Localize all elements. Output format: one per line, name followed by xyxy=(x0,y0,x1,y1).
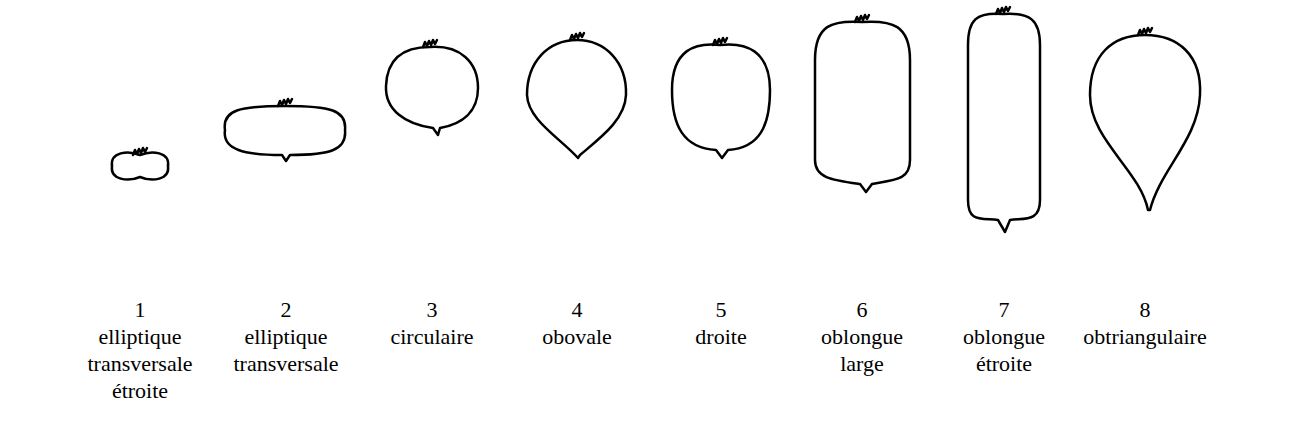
shape-name: circulaire xyxy=(367,323,497,350)
calyx xyxy=(278,99,292,106)
shape-outline xyxy=(112,153,168,180)
shape-outline xyxy=(386,47,478,135)
shape-name: obovale xyxy=(512,323,642,350)
callout-number: 8 xyxy=(1065,296,1225,323)
callout-number: 5 xyxy=(656,296,786,323)
shape-name: elliptique transversale étroite xyxy=(75,323,205,404)
shape-name: oblongue étroite xyxy=(954,323,1054,377)
calyx xyxy=(996,7,1010,14)
callout-number: 4 xyxy=(512,296,642,323)
shape-name: oblongue large xyxy=(812,323,912,377)
calyx xyxy=(133,148,147,155)
shape-outline xyxy=(815,22,910,192)
shape-outline xyxy=(1090,35,1200,210)
calyx xyxy=(855,15,869,22)
shape-outline xyxy=(527,40,626,158)
shape-outline xyxy=(225,106,345,161)
calyx xyxy=(1138,28,1152,35)
callout-number: 3 xyxy=(367,296,497,323)
callout-number: 1 xyxy=(75,296,205,323)
callout-number: 6 xyxy=(812,296,912,323)
calyx xyxy=(713,38,727,45)
shape-name: elliptique transversale xyxy=(221,323,351,377)
callout-number: 7 xyxy=(954,296,1054,323)
shape-name: obtriangulaire xyxy=(1065,323,1225,350)
calyx xyxy=(570,33,584,40)
shape-outline xyxy=(672,44,770,158)
callout-number: 2 xyxy=(221,296,351,323)
shape-outline xyxy=(968,14,1040,232)
shape-name: droite xyxy=(656,323,786,350)
calyx xyxy=(423,40,437,47)
